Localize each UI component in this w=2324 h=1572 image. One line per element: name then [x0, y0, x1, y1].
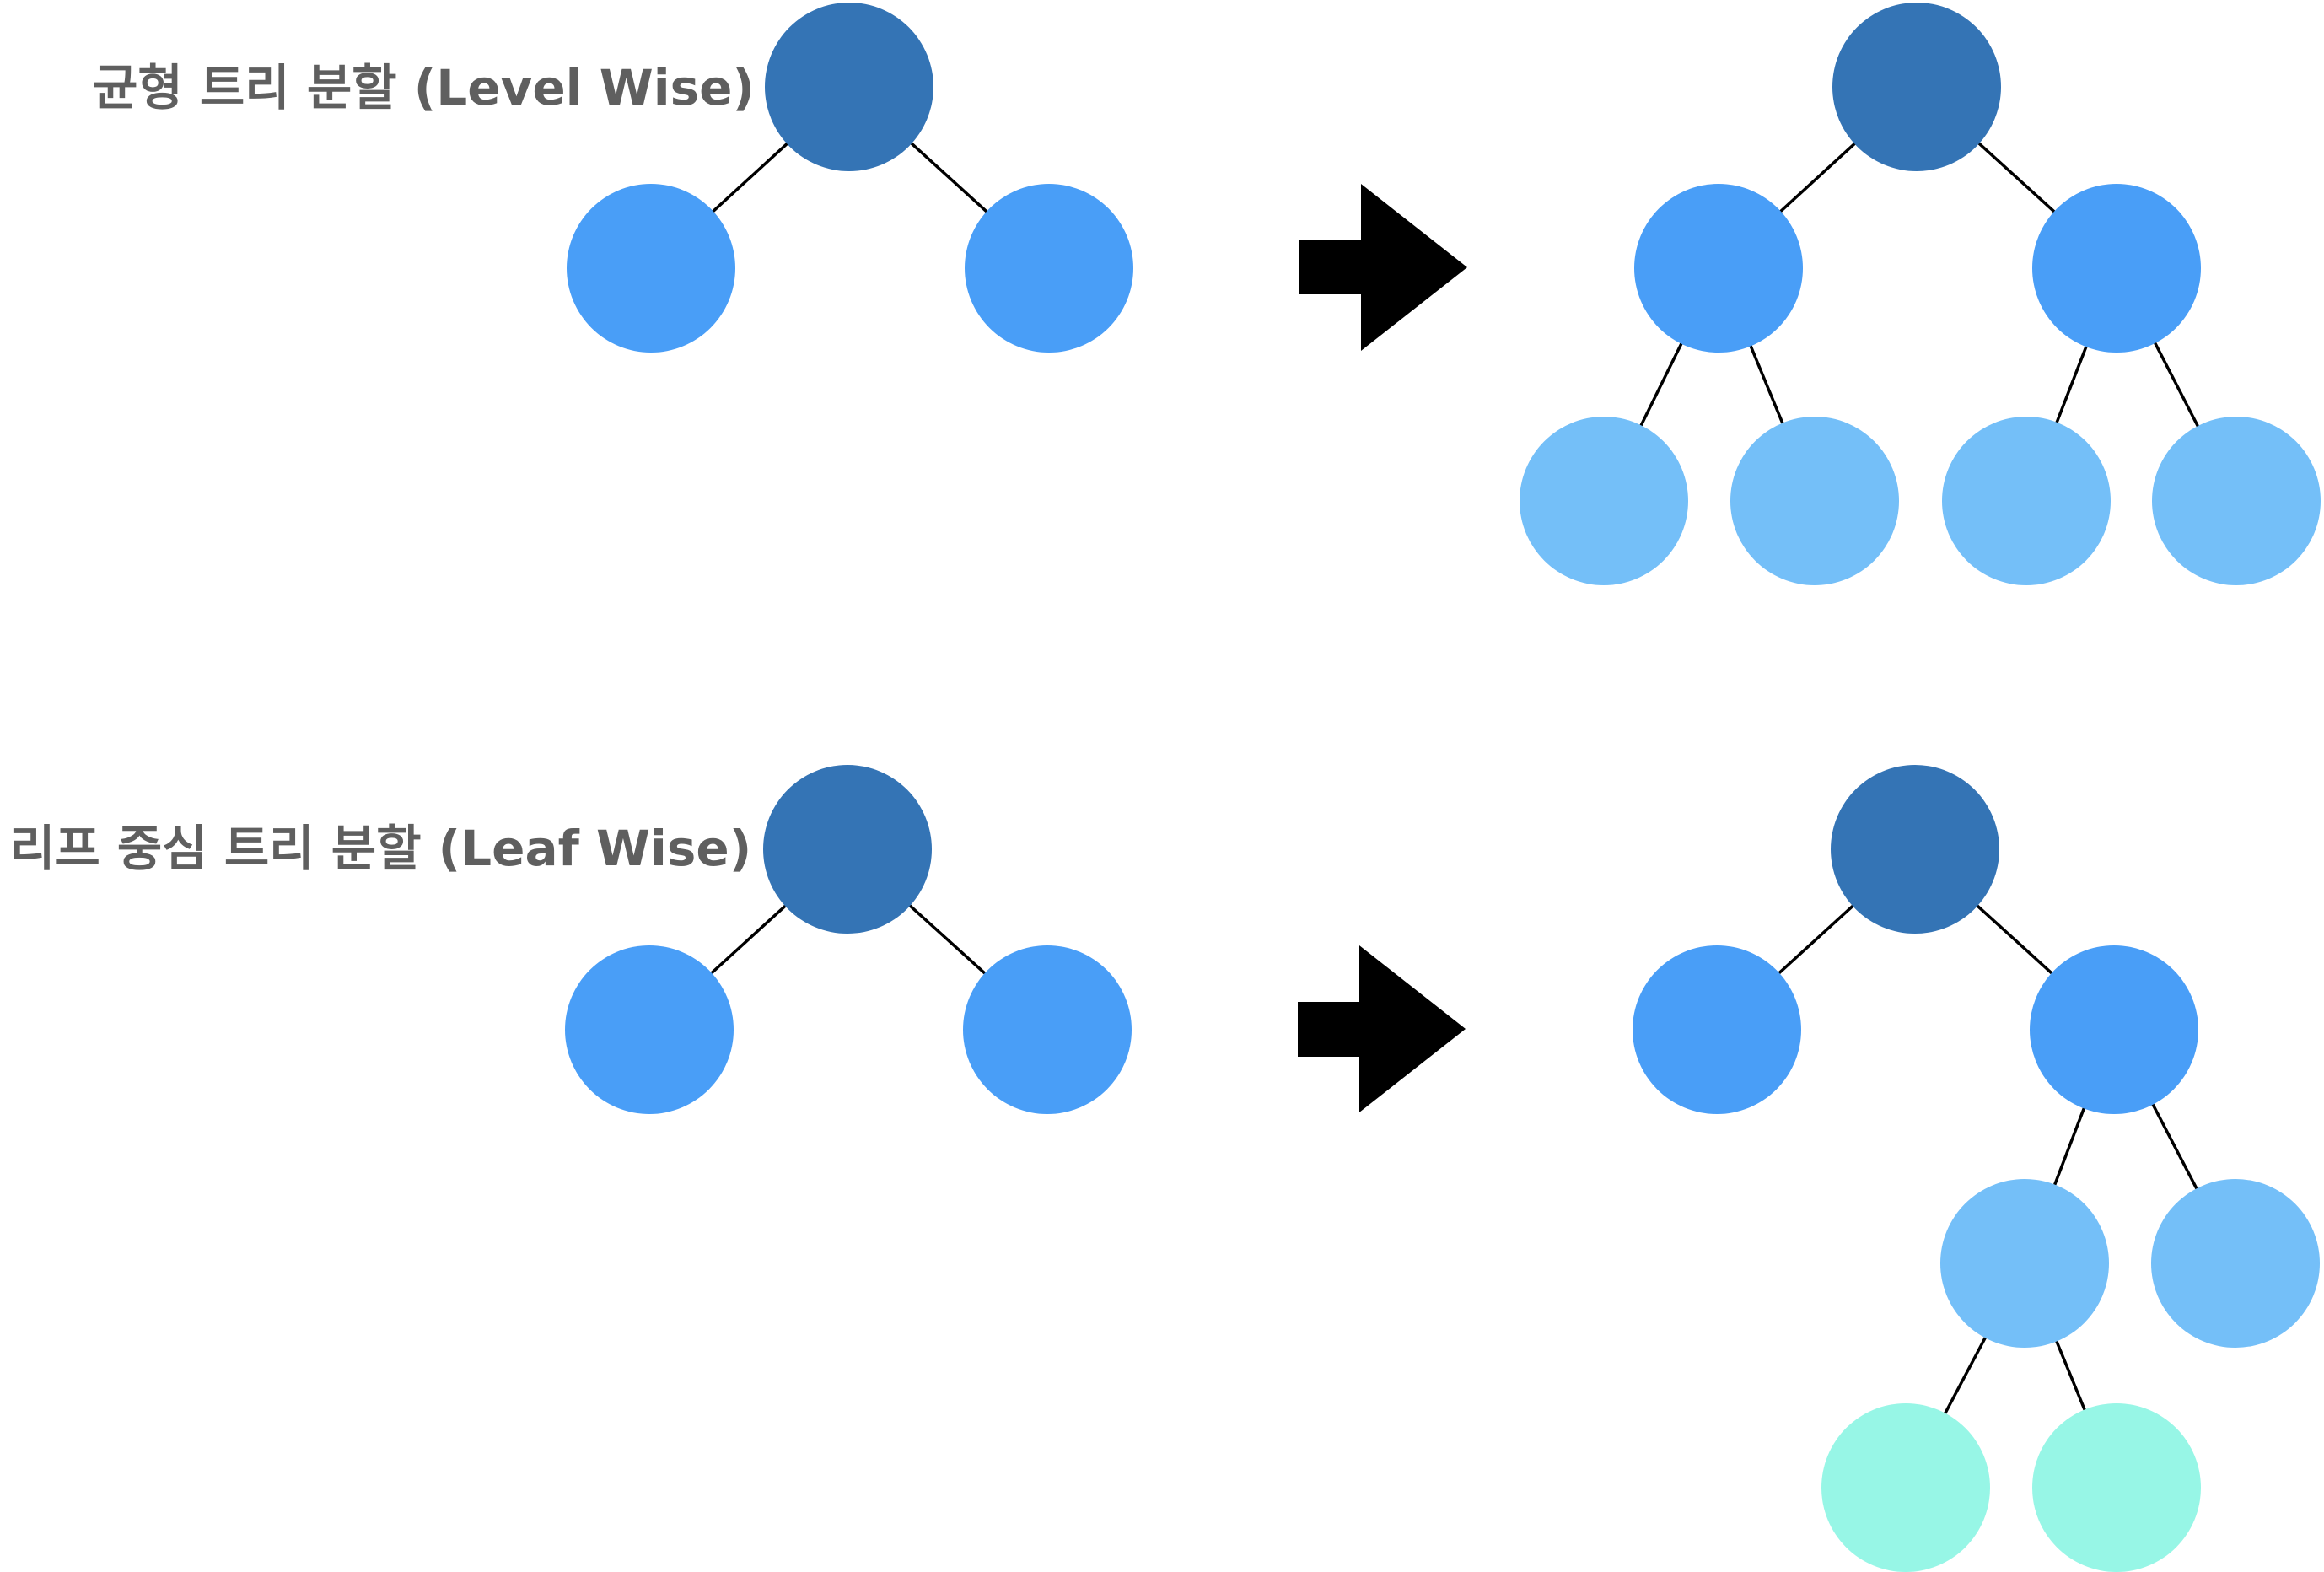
tree-node	[2030, 945, 2198, 1114]
tree-node	[1634, 184, 1803, 353]
right-arrow-icon	[1298, 945, 1466, 1112]
tree-node	[565, 945, 734, 1114]
tree-node	[1942, 417, 2111, 585]
level-wise-after-tree	[1520, 3, 2321, 585]
tree-node	[1520, 417, 1688, 585]
tree-node	[1940, 1179, 2109, 1348]
tree-node	[2032, 184, 2201, 353]
level-wise-title: 균형 트리 분할 (Level Wise)	[93, 59, 755, 116]
tree-node	[1633, 945, 1801, 1114]
tree-node	[2151, 1179, 2320, 1348]
tree-node	[965, 184, 1133, 353]
right-arrow-icon	[1299, 184, 1467, 351]
tree-node	[2152, 417, 2321, 585]
tree-node-root	[1832, 3, 2001, 171]
tree-node	[2032, 1403, 2201, 1572]
level-wise-before-tree	[567, 3, 1133, 353]
tree-node-root	[1831, 765, 1999, 934]
tree-node-root	[765, 3, 933, 171]
tree-node	[963, 945, 1132, 1114]
level-wise-section: 균형 트리 분할 (Level Wise)	[93, 3, 2321, 585]
leaf-wise-after-tree	[1633, 765, 2320, 1572]
tree-node	[1730, 417, 1899, 585]
leaf-wise-section: 리프 중심 트리 분할 (Leaf Wise)	[10, 765, 2320, 1572]
tree-node-root	[763, 765, 932, 934]
leaf-wise-title: 리프 중심 트리 분할 (Leaf Wise)	[10, 820, 751, 877]
leaf-wise-before-tree	[565, 765, 1132, 1114]
tree-node	[1821, 1403, 1990, 1572]
tree-node	[567, 184, 735, 353]
